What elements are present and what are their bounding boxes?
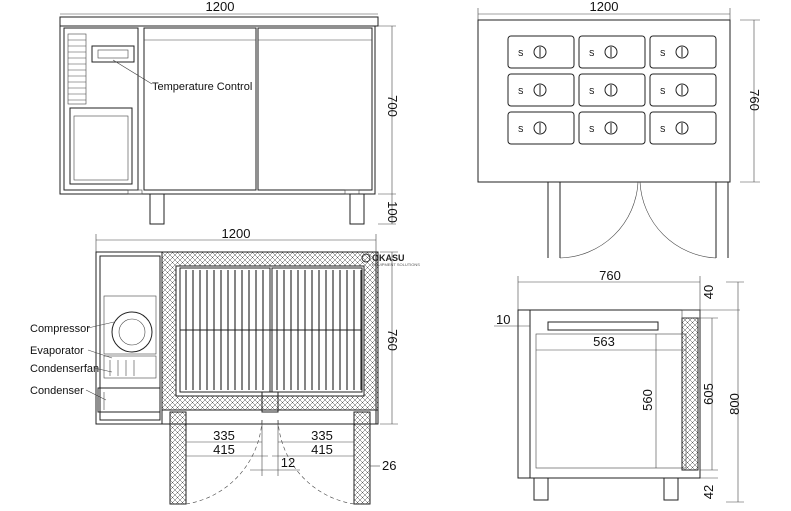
temperature-controller [91,45,135,63]
front-height-label: 700 [385,95,400,117]
side-leg-back [533,477,549,501]
plan-view: 1200 Compressor Evaporator Condenserfan [30,226,400,505]
vent-grille [67,33,87,105]
plan-width-label: 1200 [222,226,251,241]
pan-width-label: 1200 [590,0,619,14]
callout-evaporator: Evaporator [30,345,84,357]
pan-mark: S [589,87,594,96]
side-interior-height-label: 560 [640,389,655,411]
food-pan [578,111,646,145]
front-door-left [143,27,257,191]
pan-lid-knob [675,45,689,59]
door-left-open [169,411,187,505]
door-right-open [353,411,371,505]
top-pan-view: 1200 S S S S S S S S S 760 [477,0,762,259]
food-pan [507,73,575,107]
dim-side-clearance: 26 [382,458,396,473]
side-view: 760 10 563 560 605 40 800 42 [494,268,744,503]
food-pan [507,111,575,145]
pan-mark: S [518,87,523,96]
food-pan [578,73,646,107]
front-door-right [257,27,373,191]
pan-lid-knob [533,45,547,59]
pan-mark: S [660,87,665,96]
side-back-offset-label: 10 [496,312,510,327]
pan-lid-knob [533,83,547,97]
dim-outer-left: 415 [213,442,235,457]
side-leg-label: 42 [701,485,716,499]
plan-depth-label: 760 [385,329,400,351]
side-leg-front [663,477,679,501]
front-leg-right [349,193,365,225]
callout-compressor: Compressor [30,323,90,335]
front-view: 1200 Temperature Control [59,0,400,225]
wire-shelves [179,267,363,393]
pan-lid-knob [675,83,689,97]
evaporator-unit [103,355,157,379]
brand-name: OKASU [372,253,405,263]
pan-lid-knob [604,83,618,97]
dim-inner-right: 335 [311,428,333,443]
side-cabinet-height-label: 605 [701,383,716,405]
side-door [681,317,699,471]
pan-lid-knob [675,121,689,135]
front-width-label: 1200 [206,0,235,14]
food-pan [507,35,575,69]
dim-outer-right: 415 [311,442,333,457]
pan-mark: S [518,125,523,134]
food-pan [578,35,646,69]
dim-center-gap: 12 [281,455,295,470]
pan-grid: S S S S S S S S S [507,35,717,145]
callout-condenserfan: Condenserfan [30,363,99,375]
callout-condenser: Condenser [30,385,84,397]
pan-lid-knob [533,121,547,135]
side-top-offset-label: 40 [701,285,716,299]
pan-lid-knob [604,45,618,59]
pan-mark: S [660,49,665,58]
pan-mark: S [589,49,594,58]
pan-lid-knob [604,121,618,135]
pan-mark: S [660,125,665,134]
condenser-unit [97,387,161,413]
brand-tagline: EQUIPMENT SOLUTIONS [372,262,420,267]
side-overall-height-label: 800 [727,393,742,415]
front-leg-label: 100 [385,201,400,223]
pan-mark: S [518,49,523,58]
dim-inner-left: 335 [213,428,235,443]
front-leg-left [149,193,165,225]
side-depth-label: 760 [599,268,621,283]
side-interior-depth-label: 563 [593,334,615,349]
callout-temperature-control: Temperature Control [152,81,252,93]
compressor [111,311,153,353]
pan-depth-label: 760 [747,89,762,111]
food-pan [649,111,717,145]
food-pan [649,35,717,69]
food-pan [649,73,717,107]
pan-mark: S [589,125,594,134]
